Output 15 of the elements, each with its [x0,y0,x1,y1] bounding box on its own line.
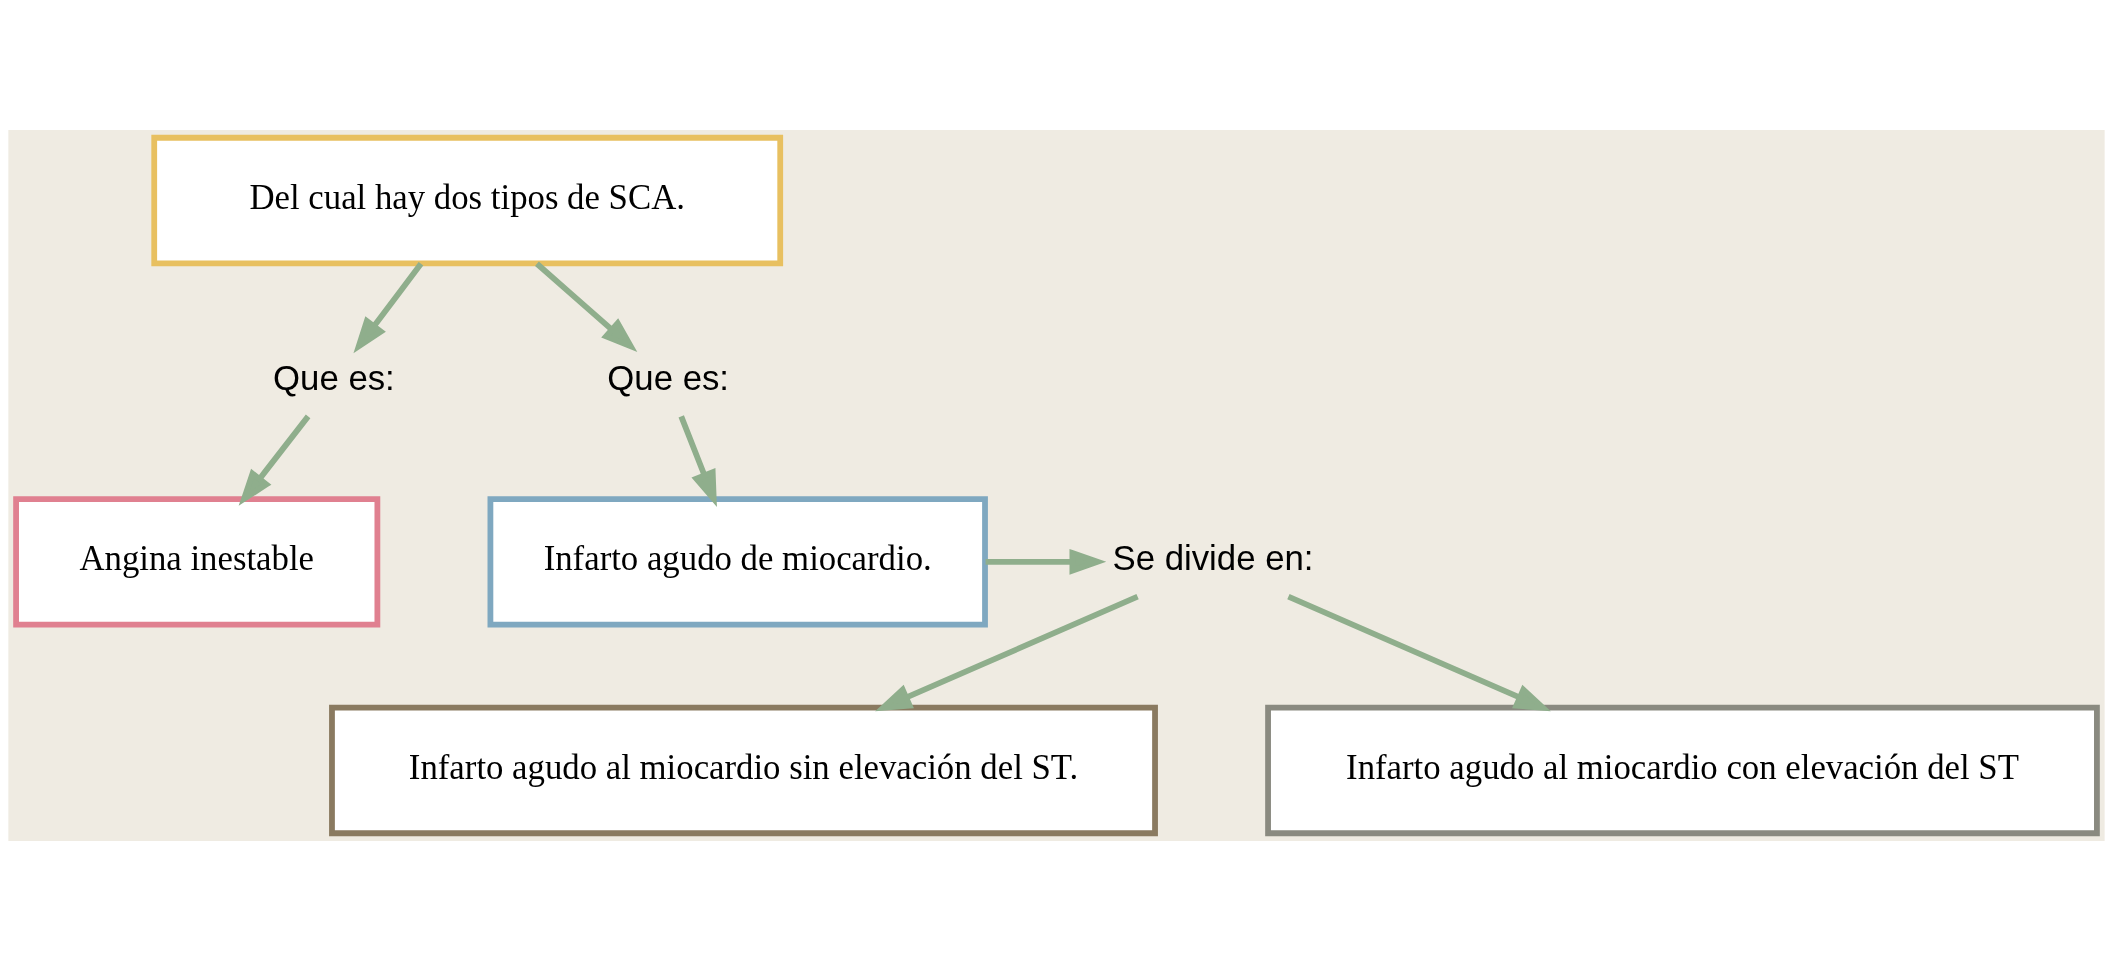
node-text: Que es: [607,358,730,397]
node-text: Se divide en: [1112,539,1314,578]
arrow [1287,594,1551,712]
arrow [985,548,1107,575]
node-text: Que es: [273,358,395,397]
node-box: Infarto agudo al miocardio con elevación del ST [1265,704,2100,837]
node-box: Del cual hay dos tipos de SCA. [151,134,784,267]
arrow [238,414,311,506]
arrow [678,415,717,508]
node-box: Angina inestable [13,496,381,628]
arrow [353,262,424,354]
arrow [875,594,1139,712]
arrow [535,261,638,353]
node-box: Infarto agudo de miocardio. [487,496,988,628]
node-box: Infarto agudo al miocardio sin elevación del ST. [329,704,1158,837]
